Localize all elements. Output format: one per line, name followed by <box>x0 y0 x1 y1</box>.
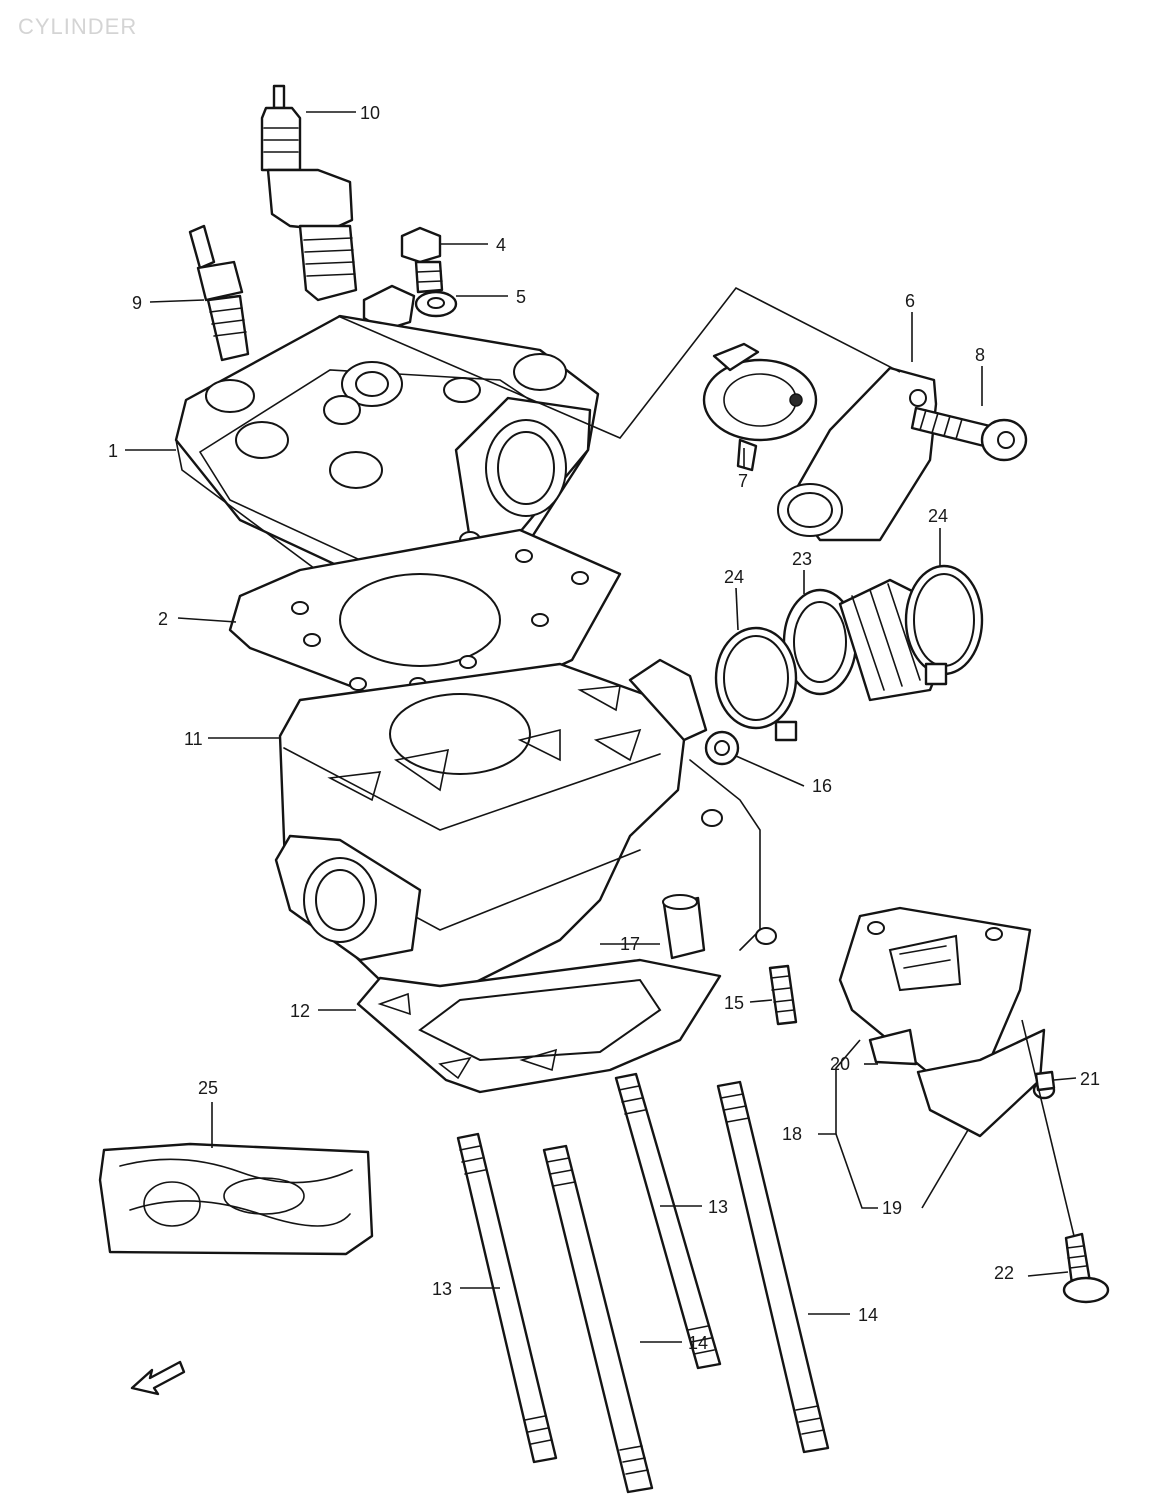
gasket-set <box>98 1142 374 1256</box>
cylinder-block <box>274 658 777 992</box>
callout-22: 22 <box>994 1263 1014 1283</box>
callout-24-left: 24 <box>724 567 744 587</box>
base-gasket <box>356 958 722 1094</box>
thermostat-cap <box>777 366 938 542</box>
callout-17: 17 <box>620 934 640 954</box>
callout-11: 11 <box>184 729 203 749</box>
callout-13-left: 13 <box>432 1279 452 1299</box>
callout-7: 7 <box>738 471 748 491</box>
callout-19: 19 <box>882 1198 902 1218</box>
temperature-sensor <box>188 224 250 362</box>
callout-20: 20 <box>830 1054 850 1074</box>
hose-clamp-left <box>714 626 798 742</box>
reed-screw <box>1062 1232 1110 1304</box>
hose-clamp-right <box>904 564 984 686</box>
callout-21: 21 <box>1080 1069 1100 1089</box>
callout-13-right: 13 <box>708 1197 728 1217</box>
reed-valve-assembly <box>838 906 1046 1138</box>
callout-4: 4 <box>496 235 506 255</box>
callout-23: 23 <box>792 549 812 569</box>
stud-bolt-14-right <box>716 1080 830 1454</box>
callout-1: 1 <box>108 441 118 461</box>
leader-lines <box>125 111 1077 1343</box>
callout-5: 5 <box>516 287 526 307</box>
cylinder-head <box>174 314 600 593</box>
callout-24-right: 24 <box>928 506 948 526</box>
callout-2: 2 <box>158 609 168 629</box>
front-arrow-icon <box>130 1360 186 1396</box>
callout-12: 12 <box>290 1001 310 1021</box>
thermostat <box>702 342 818 472</box>
callout-18: 18 <box>782 1124 802 1144</box>
callout-14-right: 14 <box>858 1305 878 1325</box>
callout-6: 6 <box>905 291 915 311</box>
callout-16: 16 <box>812 776 832 796</box>
callout-25: 25 <box>198 1078 218 1098</box>
callout-10: 10 <box>360 103 380 123</box>
callout-9: 9 <box>132 293 142 313</box>
dowel-pin <box>662 894 706 960</box>
callout-15: 15 <box>724 993 744 1013</box>
spark-plug <box>260 84 358 302</box>
callout-labels: 10 4 5 9 1 2 11 12 25 13 14 13 14 17 15 … <box>108 103 1100 1353</box>
head-washer <box>362 284 458 332</box>
callout-8: 8 <box>975 345 985 365</box>
cylinder-bolt <box>704 730 740 766</box>
callout-14-left: 14 <box>688 1333 708 1353</box>
head-bolt <box>400 226 444 294</box>
stud-bolt-14-left <box>542 1144 654 1494</box>
page-title: CYLINDER <box>18 14 138 39</box>
short-stud <box>768 964 798 1026</box>
cap-bolt <box>910 406 1028 462</box>
stud-bolt-13-right <box>614 1072 722 1370</box>
stud-bolt-13-left <box>456 1132 558 1464</box>
